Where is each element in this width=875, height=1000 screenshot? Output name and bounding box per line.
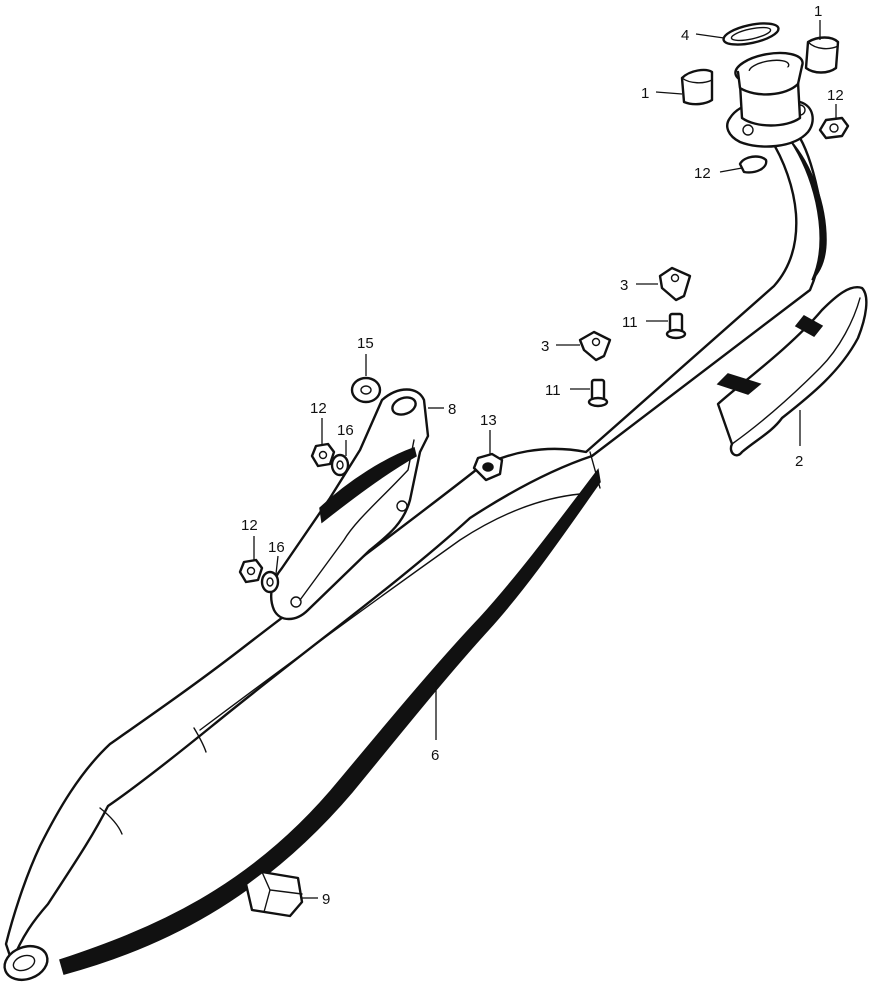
callout-2: 2 (795, 453, 803, 470)
callout-1-right: 1 (814, 3, 822, 20)
callout-1-left: 1 (641, 85, 649, 102)
callout-9: 9 (322, 891, 330, 908)
exhaust-flange (726, 51, 814, 148)
split-collar-right (804, 36, 840, 74)
callout-8: 8 (448, 401, 456, 418)
bolt-upper (665, 312, 687, 340)
callout-12-flange: 12 (694, 165, 711, 182)
callout-11-upper: 11 (622, 314, 638, 331)
bracket-washer-lower (260, 570, 280, 594)
exhaust-muffler-assembly (3, 136, 827, 982)
callout-3-upper: 3 (620, 277, 628, 294)
bracket-nut-lower (238, 558, 264, 584)
washer (350, 376, 382, 404)
muffler-bracket (270, 388, 430, 621)
callout-labels: 4 1 1 12 12 3 11 3 11 2 15 8 13 12 16 12… (241, 3, 844, 908)
flange-nut-top (818, 116, 850, 140)
bolt-lower (587, 378, 609, 408)
bracket-washer-upper (330, 453, 350, 477)
flange-nut-lower (738, 155, 768, 174)
heat-protector (716, 286, 868, 457)
callout-16-upper: 16 (337, 422, 354, 439)
clamp-upper (658, 266, 692, 302)
callout-3-lower: 3 (541, 338, 549, 355)
exhaust-gasket (722, 22, 780, 46)
callout-12-bracket-upper: 12 (310, 400, 327, 417)
callout-6: 6 (431, 747, 439, 764)
rubber-block (244, 870, 304, 918)
callout-16-lower: 16 (268, 539, 285, 556)
callout-13: 13 (480, 412, 497, 429)
callout-15: 15 (357, 335, 374, 352)
split-collar-left (680, 68, 714, 106)
callout-12-bracket-lower: 12 (241, 517, 258, 534)
leader-lines (253, 20, 837, 899)
bracket-nut-upper (310, 442, 336, 468)
callout-4: 4 (681, 27, 689, 44)
callout-11-lower: 11 (545, 382, 561, 399)
callout-12-top: 12 (827, 87, 844, 104)
